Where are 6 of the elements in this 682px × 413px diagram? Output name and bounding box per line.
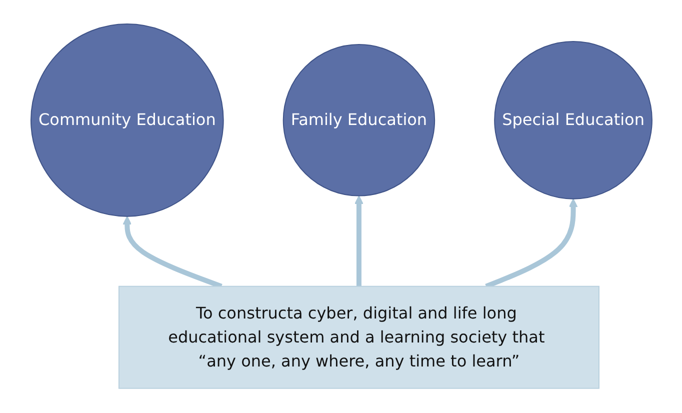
arrow [354,196,363,287]
node-box: To constructa cyber, digital and life long educational system and a learning society that “any one, any where, any time to learn” [118,286,599,390]
arrow [484,198,578,289]
node-circle: Special Education [494,41,652,200]
node-circle: Family Education [282,44,435,197]
node-circle: Community Education [30,24,224,218]
